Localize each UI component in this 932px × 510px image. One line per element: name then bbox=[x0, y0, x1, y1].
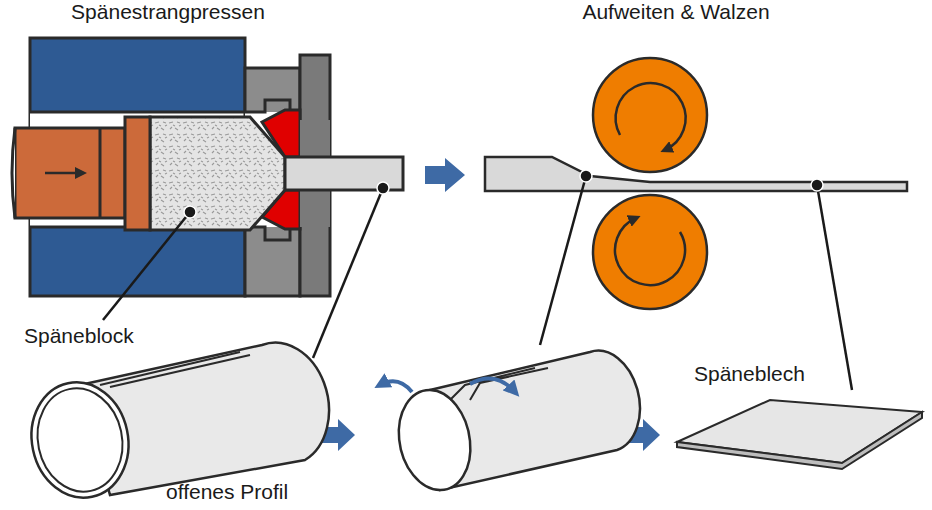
part-label: Späneblock bbox=[24, 324, 134, 348]
leader-lines bbox=[103, 182, 389, 358]
part-label: offenes Profil bbox=[166, 480, 288, 504]
part-label: Späneblech bbox=[694, 362, 805, 386]
section-heading: Aufweiten & Walzen bbox=[582, 0, 769, 24]
extrusion-press bbox=[12, 38, 403, 296]
section-heading: Spänestrangpressen bbox=[71, 0, 265, 24]
chip-sheet bbox=[677, 400, 922, 469]
expanding-profile bbox=[380, 351, 640, 490]
open-profile bbox=[21, 343, 329, 507]
rolling-mill bbox=[485, 58, 907, 309]
